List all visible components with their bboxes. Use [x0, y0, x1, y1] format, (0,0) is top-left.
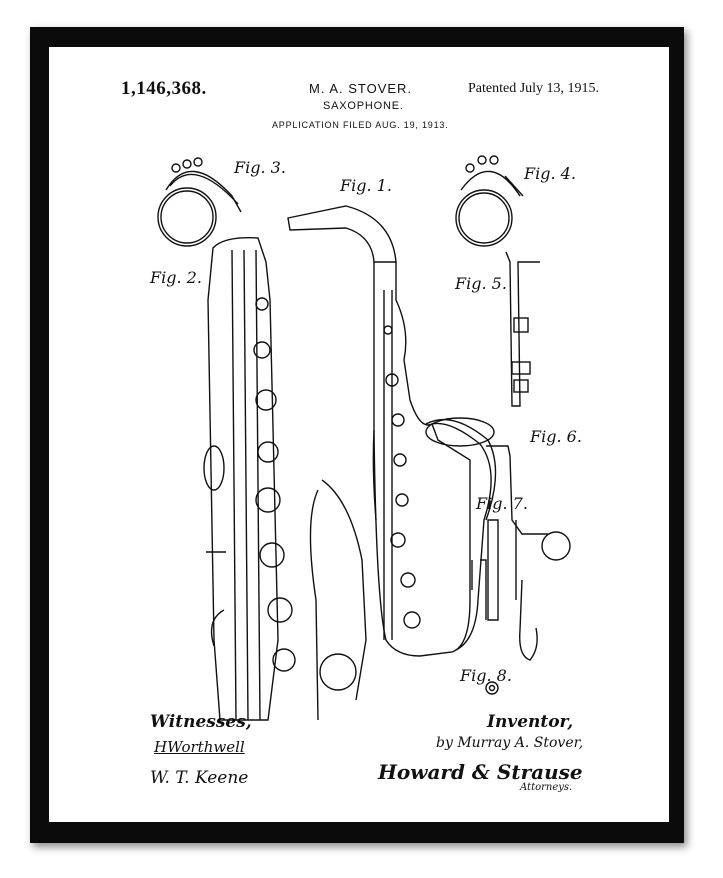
fig5-label: Fig. 5.	[455, 274, 507, 293]
fig4-drawing	[455, 155, 524, 247]
witness-signature-1: HWorthwell	[154, 738, 245, 756]
witness-signature-2: W. T. Keene	[150, 768, 249, 788]
fig8-drawing	[485, 681, 499, 695]
fig1-label: Fig. 1.	[340, 176, 392, 195]
patented-date: Patented July 13, 1915.	[468, 81, 600, 96]
inventor-label: Inventor,	[487, 712, 574, 732]
fig5-drawing	[505, 251, 540, 407]
patent-number: 1,146,368.	[121, 78, 207, 99]
fig2-drawing	[203, 237, 367, 721]
fig7-drawing	[471, 519, 499, 621]
fig6-label: Fig. 6.	[530, 427, 582, 446]
fig6-drawing	[486, 445, 571, 661]
attorneys-label: Attorneys.	[520, 782, 573, 793]
fig3-label: Fig. 3.	[234, 158, 286, 177]
patent-title: SAXOPHONE.	[323, 100, 404, 112]
fig3-drawing	[157, 157, 242, 247]
print-mat	[49, 47, 669, 822]
fig2-label: Fig. 2.	[150, 268, 202, 287]
fig1-saxophone-drawing	[287, 205, 497, 657]
fig7-label: Fig. 7.	[476, 494, 528, 513]
attorney-signature: Howard & Strause	[378, 760, 583, 784]
fig4-label: Fig. 4.	[524, 164, 576, 183]
fig8-label: Fig. 8.	[460, 666, 512, 685]
inventor-name: M. A. STOVER.	[309, 81, 413, 96]
witnesses-label: Witnesses,	[150, 712, 252, 732]
inventor-signature: by Murray A. Stover,	[436, 735, 584, 751]
application-filed: APPLICATION FILED AUG. 19, 1913.	[272, 120, 449, 130]
